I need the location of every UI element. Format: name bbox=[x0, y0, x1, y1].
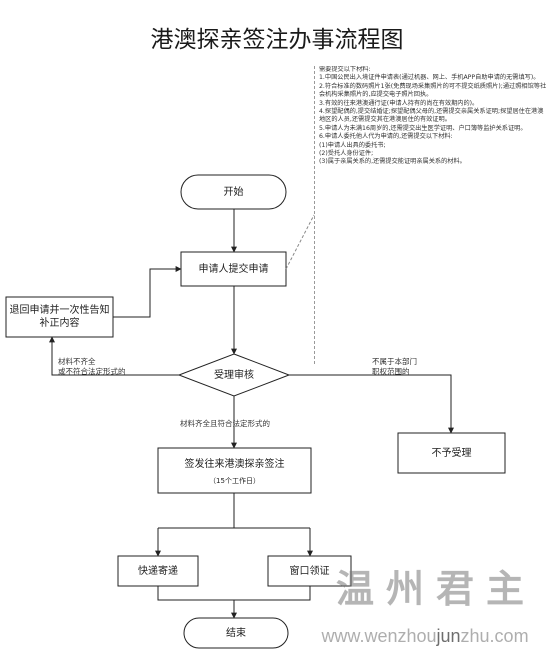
submit-node: 申请人提交申请 bbox=[198, 263, 269, 275]
watermark-url-highlight: jun bbox=[436, 626, 461, 646]
notes-connector bbox=[285, 214, 315, 270]
notes-line: 5.申请人为未满16周岁的,还需提交出生医学证明、户口簿等监护关系证明。 bbox=[319, 124, 527, 132]
notes-line: (2)受托人身份证件; bbox=[319, 150, 374, 158]
review-node: 受理审核 bbox=[214, 369, 254, 381]
edge-return-submit bbox=[113, 266, 182, 318]
notes-line: (3)属于亲属关系的,还需提交能证明亲属关系的材料。 bbox=[319, 158, 466, 166]
reject-node: 不予受理 bbox=[431, 447, 472, 459]
edge-label-incomplete: 材料不齐全 或不符合法定形式的 bbox=[58, 357, 126, 376]
notes-line: 3.有效的往来港澳通行证(申请人持有的尚在有效期内的)。 bbox=[319, 99, 479, 107]
return-node: 退回申请并一次性告知补正内容 bbox=[9, 305, 110, 329]
express-node: 快递寄递 bbox=[138, 565, 178, 577]
notes-line: 2.符合标准的数码照片1张(免费现场采集照片的可不提交纸质照片);通过照相馆等社… bbox=[319, 82, 547, 99]
window-node: 窗口领证 bbox=[289, 565, 330, 577]
edge-review-reject bbox=[289, 374, 454, 434]
issue-node: 签发往来港澳探亲签注 bbox=[184, 458, 285, 470]
edge-review-return bbox=[49, 336, 179, 376]
issue-node-subtitle: （15个工作日） bbox=[209, 476, 260, 485]
notes-line: (1)申请人出具的委托书; bbox=[319, 141, 386, 149]
notes-line: 4.探望配偶的,提交结婚证;探望配偶父母的,还需提交亲属关系证明;探望居住在港澳… bbox=[319, 108, 544, 124]
end-node: 结束 bbox=[226, 627, 246, 639]
notes-line: 6.申请人委托他人代为申请的,还需提交以下材料: bbox=[319, 133, 453, 141]
notes-line: 需要提交以下材料: bbox=[319, 66, 371, 73]
window-node-shape bbox=[267, 555, 352, 587]
edge-label-out-of-scope: 不属于本部门 职权范围的 bbox=[372, 357, 417, 376]
watermark-text: 温州君主 bbox=[335, 566, 536, 611]
edge-express-join bbox=[157, 586, 311, 601]
notes-line: 1.中国公民出入境证件申请表(通过机器、网上、手机APP自助申请的无需填写)。 bbox=[319, 74, 540, 82]
start-node: 开始 bbox=[223, 186, 244, 198]
watermark-url-prefix: www.wenzhou bbox=[321, 626, 437, 646]
page-title: 港澳探亲签注办事流程图 bbox=[150, 27, 404, 53]
requirements-notes: 需要提交以下材料: 1.中国公民出入境证件申请表(通过机器、网上、手机APP自助… bbox=[314, 66, 548, 364]
watermark-url-suffix: zhu.com bbox=[460, 626, 529, 646]
reject-node-shape bbox=[397, 432, 506, 474]
watermark-url: www.wenzhoujunzhu.com bbox=[296, 626, 554, 647]
edge-label-complete: 材料齐全且符合法定形式的 bbox=[180, 419, 270, 428]
